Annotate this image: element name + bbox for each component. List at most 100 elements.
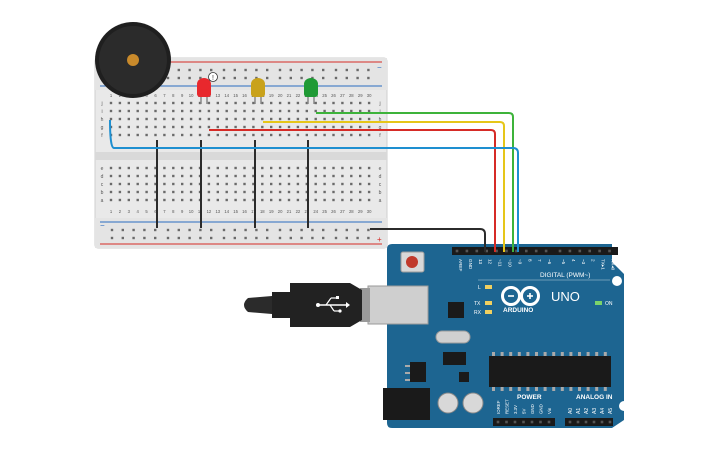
rail-hole[interactable]: [278, 68, 282, 72]
header-pin[interactable]: [515, 249, 518, 253]
rail-hole[interactable]: [199, 76, 202, 80]
breadboard-hole[interactable]: [118, 125, 122, 129]
rail-hole[interactable]: [210, 236, 213, 240]
header-pin[interactable]: [495, 249, 498, 253]
header-pin[interactable]: [534, 249, 538, 253]
breadboard-hole[interactable]: [216, 101, 219, 105]
breadboard-hole[interactable]: [109, 198, 113, 202]
breadboard-hole[interactable]: [252, 133, 255, 137]
breadboard-hole[interactable]: [323, 101, 326, 105]
breadboard-hole[interactable]: [154, 133, 157, 137]
breadboard-hole[interactable]: [341, 125, 344, 129]
rail-hole[interactable]: [166, 228, 170, 232]
breadboard-hole[interactable]: [181, 117, 184, 121]
breadboard-hole[interactable]: [287, 174, 291, 178]
breadboard-hole[interactable]: [181, 109, 184, 113]
breadboard-hole[interactable]: [172, 198, 175, 202]
breadboard-hole[interactable]: [296, 125, 300, 129]
breadboard-hole[interactable]: [278, 117, 282, 121]
header-pin[interactable]: [530, 420, 534, 424]
breadboard-hole[interactable]: [127, 182, 130, 186]
breadboard-hole[interactable]: [278, 125, 282, 129]
rail-hole[interactable]: [177, 68, 180, 72]
breadboard-hole[interactable]: [350, 166, 353, 170]
breadboard-hole[interactable]: [341, 198, 344, 202]
breadboard-hole[interactable]: [243, 166, 246, 170]
rail-hole[interactable]: [255, 236, 258, 240]
breadboard-hole[interactable]: [127, 125, 130, 129]
rail-hole[interactable]: [199, 236, 202, 240]
rail-hole[interactable]: [132, 236, 135, 240]
breadboard-hole[interactable]: [332, 133, 335, 137]
breadboard-hole[interactable]: [367, 125, 371, 129]
rail-hole[interactable]: [278, 236, 282, 240]
rail-hole[interactable]: [266, 76, 269, 80]
breadboard-hole[interactable]: [367, 133, 371, 137]
rail-hole[interactable]: [367, 236, 370, 240]
breadboard-hole[interactable]: [270, 166, 273, 170]
breadboard-hole[interactable]: [332, 109, 335, 113]
breadboard-hole[interactable]: [216, 109, 219, 113]
breadboard-hole[interactable]: [287, 109, 291, 113]
rail-hole[interactable]: [289, 236, 292, 240]
rail-hole[interactable]: [233, 228, 236, 232]
breadboard-hole[interactable]: [234, 166, 237, 170]
breadboard-hole[interactable]: [118, 133, 122, 137]
breadboard-hole[interactable]: [278, 109, 282, 113]
breadboard-hole[interactable]: [189, 166, 193, 170]
rail-hole[interactable]: [255, 76, 258, 80]
breadboard-hole[interactable]: [181, 182, 184, 186]
breadboard-hole[interactable]: [323, 174, 326, 178]
breadboard-hole[interactable]: [225, 182, 228, 186]
breadboard-hole[interactable]: [163, 190, 166, 194]
breadboard-hole[interactable]: [225, 190, 228, 194]
breadboard-hole[interactable]: [172, 101, 175, 105]
header-pin[interactable]: [558, 249, 562, 253]
rail-hole[interactable]: [345, 68, 348, 72]
breadboard-hole[interactable]: [261, 101, 264, 105]
breadboard-hole[interactable]: [145, 109, 148, 113]
rail-hole[interactable]: [345, 76, 348, 80]
breadboard-hole[interactable]: [225, 166, 228, 170]
breadboard-hole[interactable]: [189, 125, 193, 129]
breadboard-hole[interactable]: [154, 174, 157, 178]
breadboard-hole[interactable]: [261, 174, 264, 178]
breadboard-hole[interactable]: [234, 190, 237, 194]
breadboard-hole[interactable]: [216, 190, 219, 194]
breadboard-hole[interactable]: [270, 174, 273, 178]
breadboard-hole[interactable]: [252, 101, 255, 105]
breadboard-hole[interactable]: [359, 174, 362, 178]
breadboard-hole[interactable]: [367, 198, 371, 202]
breadboard-hole[interactable]: [181, 125, 184, 129]
breadboard-hole[interactable]: [332, 117, 335, 121]
breadboard-hole[interactable]: [136, 190, 139, 194]
breadboard-hole[interactable]: [350, 125, 353, 129]
breadboard-hole[interactable]: [305, 101, 308, 105]
breadboard-hole[interactable]: [314, 166, 317, 170]
breadboard-hole[interactable]: [109, 117, 113, 121]
breadboard-hole[interactable]: [243, 190, 246, 194]
breadboard-hole[interactable]: [296, 133, 300, 137]
breadboard-hole[interactable]: [163, 182, 166, 186]
breadboard-hole[interactable]: [225, 101, 228, 105]
breadboard-hole[interactable]: [243, 109, 246, 113]
breadboard-hole[interactable]: [287, 133, 291, 137]
wire-green[interactable]: [316, 112, 514, 252]
rail-hole[interactable]: [356, 236, 359, 240]
rail-hole[interactable]: [154, 236, 157, 240]
breadboard-hole[interactable]: [234, 125, 237, 129]
breadboard-hole[interactable]: [350, 182, 353, 186]
breadboard-hole[interactable]: [261, 190, 264, 194]
breadboard-hole[interactable]: [314, 125, 317, 129]
breadboard-hole[interactable]: [216, 133, 219, 137]
breadboard-hole[interactable]: [216, 117, 219, 121]
breadboard-hole[interactable]: [323, 198, 326, 202]
breadboard-hole[interactable]: [234, 109, 237, 113]
breadboard-hole[interactable]: [118, 174, 122, 178]
header-pin[interactable]: [485, 249, 488, 253]
header-pin[interactable]: [576, 420, 580, 424]
breadboard-hole[interactable]: [127, 174, 130, 178]
breadboard-hole[interactable]: [216, 125, 219, 129]
breadboard-hole[interactable]: [181, 174, 184, 178]
